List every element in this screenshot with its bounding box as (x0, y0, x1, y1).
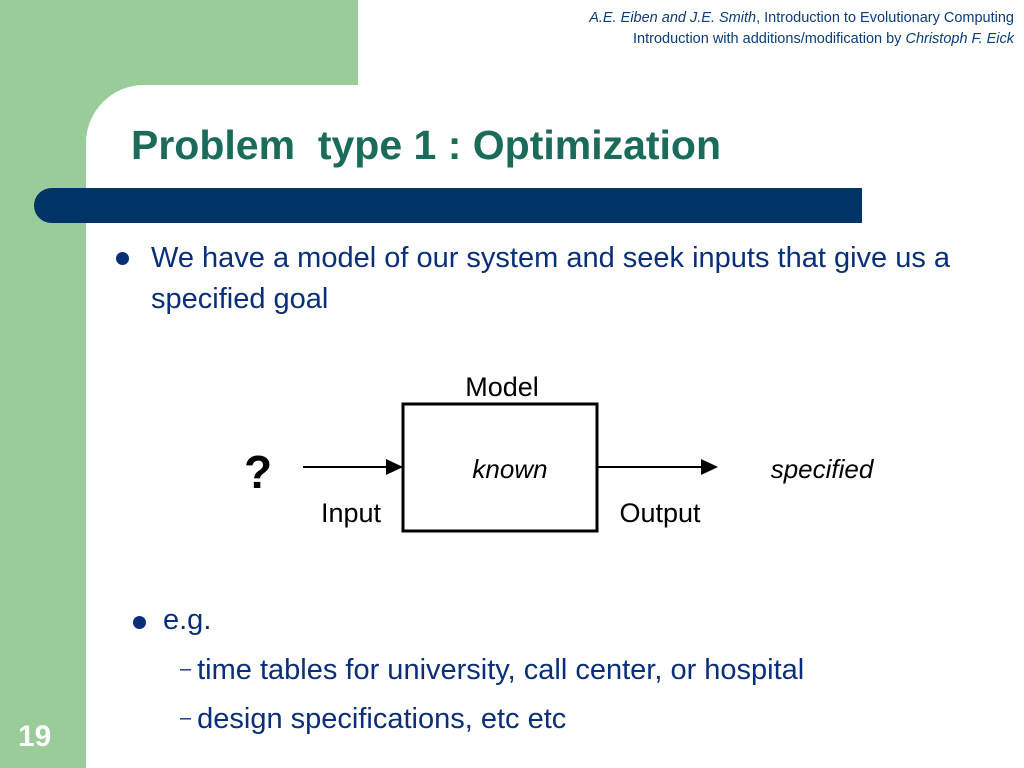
example-label: e.g. (163, 604, 212, 636)
dash-icon: – (180, 707, 192, 729)
model-box-text: known (472, 454, 547, 484)
input-arrowhead-icon (386, 459, 403, 475)
example-item: –design specifications, etc etc (180, 703, 566, 736)
bullet-dot-icon (133, 616, 146, 629)
example-item-text: design specifications, etc etc (197, 703, 567, 735)
bullet-dot-icon (116, 252, 129, 265)
slide-title: Problem type 1 : Optimization (131, 122, 722, 168)
dash-icon: – (180, 658, 192, 680)
header-credit: A.E. Eiben and J.E. Smith, Introduction … (589, 8, 1014, 50)
green-background-left (0, 0, 86, 768)
bullet-model-text: We have a model of our system and seek i… (151, 242, 951, 315)
model-label: Model (465, 372, 539, 402)
output-specified-text: specified (771, 454, 875, 484)
input-label: Input (321, 498, 382, 528)
credit-authors: A.E. Eiben and J.E. Smith (589, 10, 757, 26)
credit-book: , Introduction to Evolutionary Computing (756, 10, 1014, 26)
output-arrowhead-icon (701, 459, 718, 475)
slide-number: 19 (18, 720, 52, 753)
credit-modified-prefix: Introduction with additions/modification… (633, 31, 906, 47)
example-item-text: time tables for university, call center,… (197, 654, 805, 686)
example-item: –time tables for university, call center… (180, 654, 804, 687)
credit-line-2: Introduction with additions/modification… (589, 29, 1014, 50)
title-underline-bar (34, 188, 862, 223)
credit-modifier: Christoph F. Eick (905, 31, 1014, 47)
credit-line-1: A.E. Eiben and J.E. Smith, Introduction … (589, 8, 1014, 29)
input-question-mark: ? (244, 446, 272, 498)
output-label: Output (619, 498, 701, 528)
